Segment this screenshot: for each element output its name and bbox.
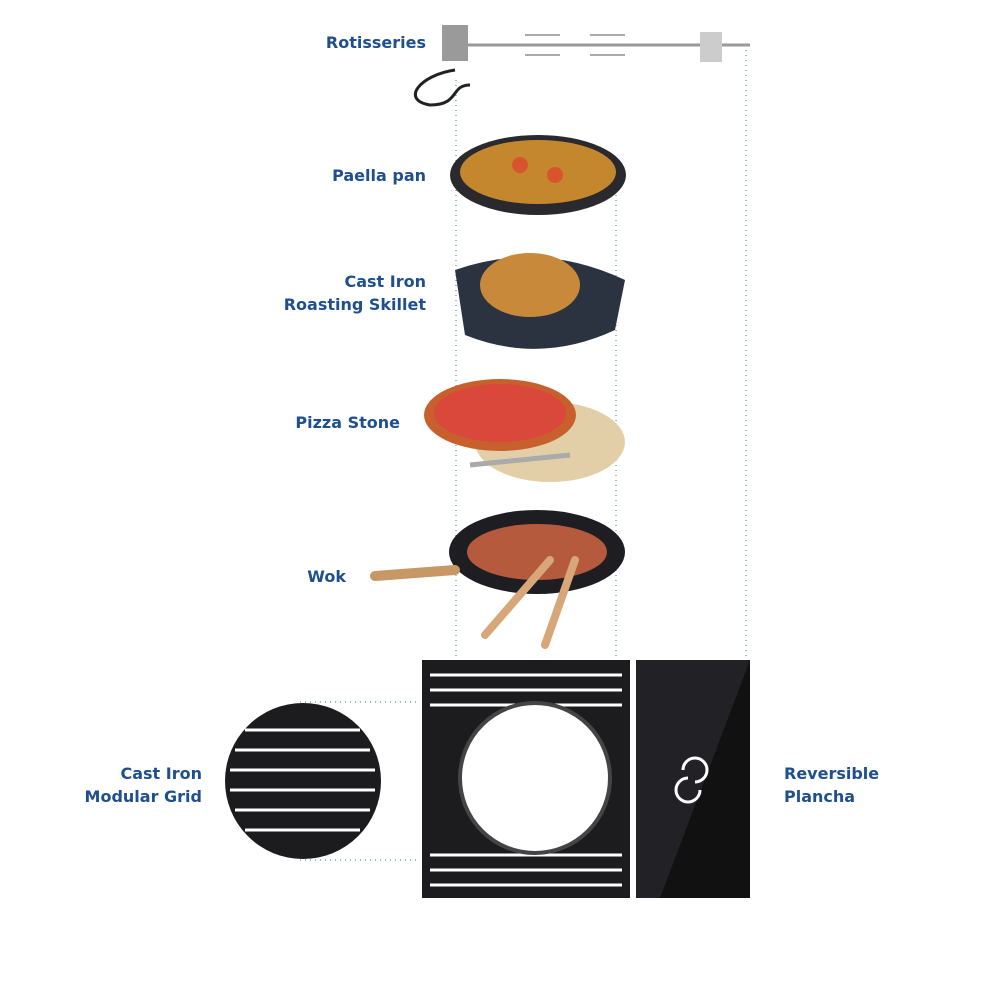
label-modular-grid: Cast Iron Modular Grid: [85, 762, 202, 808]
modular-grid-image: [225, 703, 381, 859]
label-wok: Wok: [307, 567, 346, 586]
label-modular-grid-line2: Modular Grid: [84, 787, 202, 806]
rotisserie-image: [414, 25, 750, 107]
plancha-image: [636, 660, 750, 898]
label-plancha-line2: Plancha: [784, 787, 856, 806]
label-rotisseries: Rotisseries: [325, 33, 426, 52]
label-roasting-skillet: Cast Iron Roasting Skillet: [284, 270, 426, 316]
label-paella-pan: Paella pan: [332, 166, 426, 185]
paella-pan-image: [450, 135, 626, 215]
label-modular-grid-line1: Cast Iron: [120, 764, 202, 783]
label-plancha-line1: Reversible: [784, 764, 880, 783]
wok-image: [370, 510, 625, 649]
label-pizza-stone: Pizza Stone: [295, 413, 400, 432]
label-reversible-plancha: Reversible Plancha: [784, 762, 879, 808]
label-roasting-skillet-line2: Roasting Skillet: [283, 295, 426, 314]
roasting-skillet-image: [455, 253, 625, 349]
pizza-stone-image: [424, 379, 625, 482]
grate-image: [422, 660, 630, 898]
label-roasting-skillet-line1: Cast Iron: [344, 272, 426, 291]
